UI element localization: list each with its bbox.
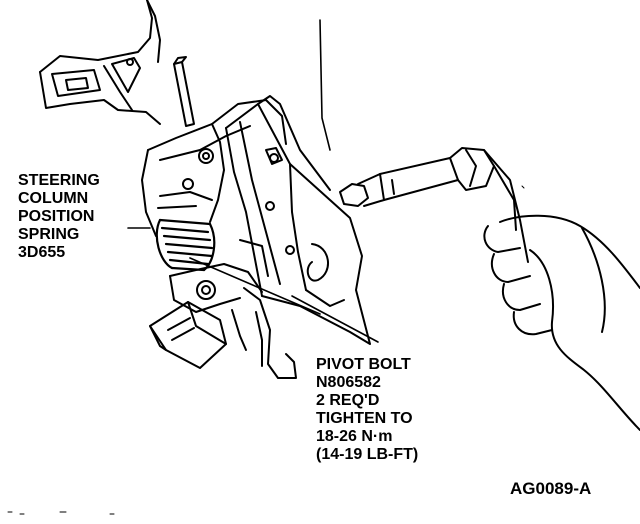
hand [483,214,640,431]
scan-specks [7,185,525,515]
pivot-bolt-callout-line-4: TIGHTEN TO [316,410,413,427]
pivot-bolt-callout-line-2: N806582 [316,374,381,391]
pin [173,56,195,127]
pivot-plate [225,95,371,345]
pivot-bolt-callout-line-1: PIVOT BOLT [316,356,411,373]
pivot-bolt-callout: PIVOT BOLT N806582 2 REQ'D TIGHTEN TO 18… [316,356,418,464]
spring-callout: STEERING COLUMN POSITION SPRING 3D655 [18,172,100,262]
figure-id: AG0089-A [510,479,592,498]
pivot-bolt-callout-line-5: 18-26 N·m [316,428,393,445]
ratchet-wrench [339,147,529,263]
connector-block [149,301,227,369]
spring-callout-line-3: POSITION [18,208,95,225]
upper-bracket [39,0,161,125]
pivot-bolt-callout-line-6: (14-19 LB-FT) [316,446,419,463]
position-spring [155,218,216,272]
spring-callout-line-1: STEERING [18,172,100,189]
lower-assembly [169,263,297,379]
pivot-bolt-callout-line-3: 2 REQ'D [316,392,380,409]
column-housing [141,99,287,237]
spring-callout-line-5: 3D655 [18,244,66,261]
spring-callout-line-2: COLUMN [18,190,89,207]
spring-callout-line-4: SPRING [18,226,80,243]
